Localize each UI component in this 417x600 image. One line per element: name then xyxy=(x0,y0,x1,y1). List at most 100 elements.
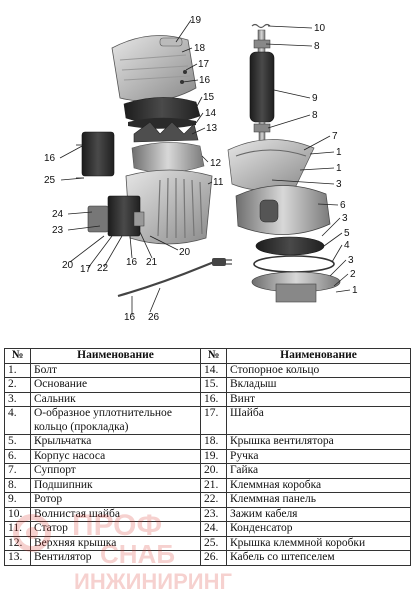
o-ring xyxy=(253,255,335,273)
row-num-left: 8. xyxy=(4,477,31,493)
row-name-right: Зажим кабеля xyxy=(226,506,411,522)
callout-14: 14 xyxy=(205,108,217,119)
row-name-left: Ротор xyxy=(30,492,201,508)
row-num-left: 11. xyxy=(4,521,31,537)
callout-7: 7 xyxy=(332,131,338,142)
callout-21: 21 xyxy=(146,257,158,268)
row-num-left: 10. xyxy=(4,506,31,522)
rotor xyxy=(249,51,275,123)
callout-8b: 8 xyxy=(312,110,318,121)
row-num-right: 19. xyxy=(200,448,227,464)
callout-16: 16 xyxy=(199,75,211,86)
row-name-left: Статор xyxy=(30,521,201,537)
row-name-right: Кабель со штепселем xyxy=(226,550,411,566)
row-num-left: 3. xyxy=(4,391,31,407)
callout-3: 3 xyxy=(336,179,342,190)
row-name-right: Клеммная панель xyxy=(226,492,411,508)
callout-9: 9 xyxy=(312,93,318,104)
row-name-left: Вентилятор xyxy=(30,550,201,566)
row-name-left: Сальник xyxy=(30,391,201,407)
row-num-right: 16. xyxy=(200,391,227,407)
row-num-left: 1. xyxy=(4,362,31,378)
wave-washer xyxy=(251,23,271,29)
row-name-left: Основание xyxy=(30,377,201,393)
row-num-right: 18. xyxy=(200,434,227,450)
row-num-right: 20. xyxy=(200,463,227,479)
callout-22: 22 xyxy=(97,263,109,274)
impeller xyxy=(255,236,325,256)
handle xyxy=(159,37,183,47)
row-num-right: 22. xyxy=(200,492,227,508)
pump-body xyxy=(235,185,331,235)
callout-1c: 1 xyxy=(352,285,358,296)
leader-lines xyxy=(59,19,351,315)
row-name-right: Крышка вентилятора xyxy=(226,434,411,450)
callout-1b: 1 xyxy=(336,163,342,174)
callout-16b: 16 xyxy=(44,153,56,164)
row-name-left: Корпус насоса xyxy=(30,448,201,464)
row-num-left: 4. xyxy=(4,406,31,435)
row-num-left: 2. xyxy=(4,377,31,393)
callout-23: 23 xyxy=(52,225,64,236)
row-name-left: Суппорт xyxy=(30,463,201,479)
watermark-line3: ИНЖИНИРИНГ xyxy=(74,569,232,594)
row-name-left: О-образное уплотнительное кольцо (прокла… xyxy=(30,406,201,435)
callout-6: 6 xyxy=(340,200,346,211)
row-name-right: Ручка xyxy=(226,448,411,464)
row-name-right: Винт xyxy=(226,391,411,407)
row-num-left: 9. xyxy=(4,492,31,508)
callout-24: 24 xyxy=(52,209,64,220)
header-name-right: Наименование xyxy=(226,348,411,364)
capacitor xyxy=(87,205,109,233)
fan-cover-screws xyxy=(180,70,187,84)
row-num-left: 6. xyxy=(4,448,31,464)
callout-26: 26 xyxy=(148,312,160,323)
row-name-right: Крышка клеммной коробки xyxy=(226,535,411,551)
header-name-left: Наименование xyxy=(30,348,201,364)
cable-with-plug xyxy=(117,258,232,298)
row-num-left: 13. xyxy=(4,550,31,566)
row-name-right: Гайка xyxy=(226,463,411,479)
callouts-right: 10 8 9 8 7 1 1 3 6 3 5 4 3 2 1 xyxy=(312,23,358,296)
row-name-right: Вкладыш xyxy=(226,377,411,393)
callout-1: 1 xyxy=(336,147,342,158)
parts-table-header: № Наименование № Наименование xyxy=(4,348,411,364)
support-bracket xyxy=(227,139,315,191)
callout-3b: 3 xyxy=(342,213,348,224)
row-num-right: 24. xyxy=(200,521,227,537)
callout-25: 25 xyxy=(44,175,56,186)
row-name-right: Конденсатор xyxy=(226,521,411,537)
callout-11: 11 xyxy=(213,177,224,188)
callout-18: 18 xyxy=(194,43,206,54)
callouts-left: 19 18 17 16 15 14 13 12 11 16 25 24 23 2… xyxy=(44,15,224,323)
row-num-left: 5. xyxy=(4,434,31,450)
fan xyxy=(133,121,199,143)
row-name-left: Верхняя крышка xyxy=(30,535,201,551)
callout-10: 10 xyxy=(314,23,326,34)
terminal-box xyxy=(87,195,145,237)
callout-17: 17 xyxy=(198,59,210,70)
row-name-right: Стопорное кольцо xyxy=(226,362,411,378)
row-num-right: 23. xyxy=(200,506,227,522)
callout-5: 5 xyxy=(344,228,350,239)
callout-13: 13 xyxy=(206,123,218,134)
row-num-right: 25. xyxy=(200,535,227,551)
row-num-right: 14. xyxy=(200,362,227,378)
row-num-left: 7. xyxy=(4,463,31,479)
exploded-pump-diagram: 19 18 17 16 15 14 13 12 11 16 25 24 23 2… xyxy=(44,15,358,323)
callout-12: 12 xyxy=(210,158,222,169)
callout-16d: 16 xyxy=(124,312,136,323)
stator xyxy=(125,169,213,245)
row-num-right: 21. xyxy=(200,477,227,493)
callout-8: 8 xyxy=(314,41,320,52)
